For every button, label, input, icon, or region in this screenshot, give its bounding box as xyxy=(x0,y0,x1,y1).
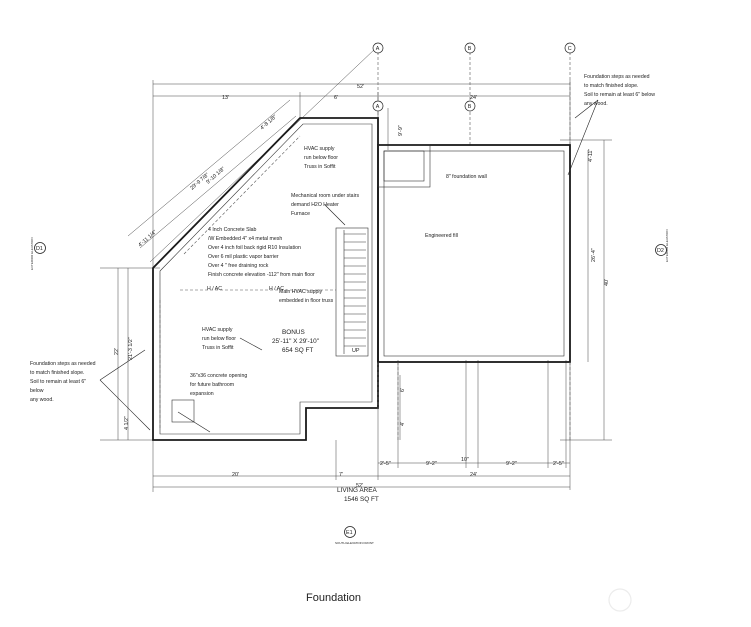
dim-mid-3: 9'-9" xyxy=(398,125,404,136)
grid-bubble xyxy=(564,42,576,54)
note-hac-left: H / AC xyxy=(207,286,222,292)
grid-tag: A xyxy=(376,104,380,110)
note-foundation-wall: 8" foundation wall xyxy=(446,174,487,180)
dim-seg4: 9'-2" xyxy=(506,461,517,467)
dim-bottom-mid: 7' xyxy=(339,472,343,478)
dim-right-small: 4'-11" xyxy=(588,149,594,162)
dim-seg2: 9'-2" xyxy=(426,461,437,467)
elevation-markers: D1 D2 E1 SOUTH ELEVATION FRONT EXTERIOR … xyxy=(30,229,669,545)
note-leaders xyxy=(99,99,599,433)
note-hvac-top: HVAC supply run below floor Truss in Sof… xyxy=(304,146,339,170)
grid-tag: A xyxy=(376,46,380,52)
grid-bubble xyxy=(464,100,476,112)
dim-bottom-left: 20' xyxy=(232,472,239,478)
dim-mid-2: 4' xyxy=(400,422,406,426)
dim-diag-1: 4'-11 1/4" xyxy=(137,229,158,248)
note-opening: 36"x36 concrete opening for future bathr… xyxy=(190,373,249,397)
note-mechanical: Mechanical room under stairs demand H2O … xyxy=(291,193,361,217)
note-engineered-fill: Engineered fill xyxy=(425,233,458,239)
dim-seg5: 2'-5" xyxy=(553,461,564,467)
dim-top-overall: 52' xyxy=(357,84,364,90)
note-slab: 4 Inch Concrete Slab /W Embedded 4" x4 m… xyxy=(208,227,315,278)
grid-bubble xyxy=(372,42,384,54)
right-elevation-sub: EXTERIOR ELEVATION xyxy=(665,229,669,262)
room-labels: BONUS 25'-11" X 29'-10" 654 SQ FT LIVING… xyxy=(272,329,379,503)
dim-left-upper: 21'-3 1/2" xyxy=(128,337,134,360)
foundation-walls xyxy=(152,117,571,441)
dimension-lines xyxy=(100,47,612,492)
dim-mid-1: 6' xyxy=(400,388,406,392)
dim-bottom-right: 24' xyxy=(470,472,477,478)
note-hvac-mid: HVAC supply run below floor Truss in Sof… xyxy=(202,327,237,351)
bonus-room-label: BONUS 25'-11" X 29'-10" 654 SQ FT xyxy=(272,329,321,354)
dim-left-overall: 22' xyxy=(114,348,120,355)
stair-treads xyxy=(343,230,366,354)
dim-left-lower: 4 1/2" xyxy=(124,416,130,430)
right-elevation-tag: D2 xyxy=(657,248,664,254)
living-area-label: LIVING AREA 1546 SQ FT xyxy=(337,487,379,503)
grid-bubble xyxy=(372,100,384,112)
dim-seg3: 10" xyxy=(461,457,469,463)
note-slope-right: Foundation steps as needed to match fini… xyxy=(584,74,657,107)
dim-seg1: 2'-5" xyxy=(380,461,391,467)
plan-notes: Foundation steps as needed to match fini… xyxy=(30,74,657,403)
dim-right-overall: 40' xyxy=(604,279,610,286)
note-slope-left: Foundation steps as needed to match fini… xyxy=(30,361,97,403)
dim-diag-2: 4'-8 1/8" xyxy=(259,114,278,132)
grid-tag: B xyxy=(468,104,472,110)
note-hvac-main: Main HVAC supply embedded in floor truss xyxy=(279,289,334,304)
grid-bubble xyxy=(464,42,476,54)
sheet-title: Foundation xyxy=(306,592,361,604)
left-elevation-tag: D1 xyxy=(36,246,43,252)
dim-top-left: 13' xyxy=(222,95,229,101)
grid-markers: A B C A B xyxy=(372,42,576,145)
note-hac-right: H / AC xyxy=(269,286,284,292)
watermark-circle xyxy=(608,588,632,612)
stair-up-note: UP xyxy=(352,348,360,354)
grid-tag: C xyxy=(568,46,572,52)
grid-tag: B xyxy=(468,46,472,52)
bottom-elevation-tag: E1 xyxy=(346,530,353,536)
dim-bottom-total: 52' xyxy=(356,483,363,489)
dim-right-upper: 26'-4" xyxy=(591,248,597,262)
left-elevation-sub: EXTERIOR ELEVATION xyxy=(30,237,34,270)
dim-top-right: 24' xyxy=(470,95,477,101)
bottom-elevation-sub: SOUTH ELEVATION FRONT xyxy=(335,541,374,545)
concrete-opening xyxy=(171,399,195,423)
dim-top-mid: 6' xyxy=(334,95,338,101)
